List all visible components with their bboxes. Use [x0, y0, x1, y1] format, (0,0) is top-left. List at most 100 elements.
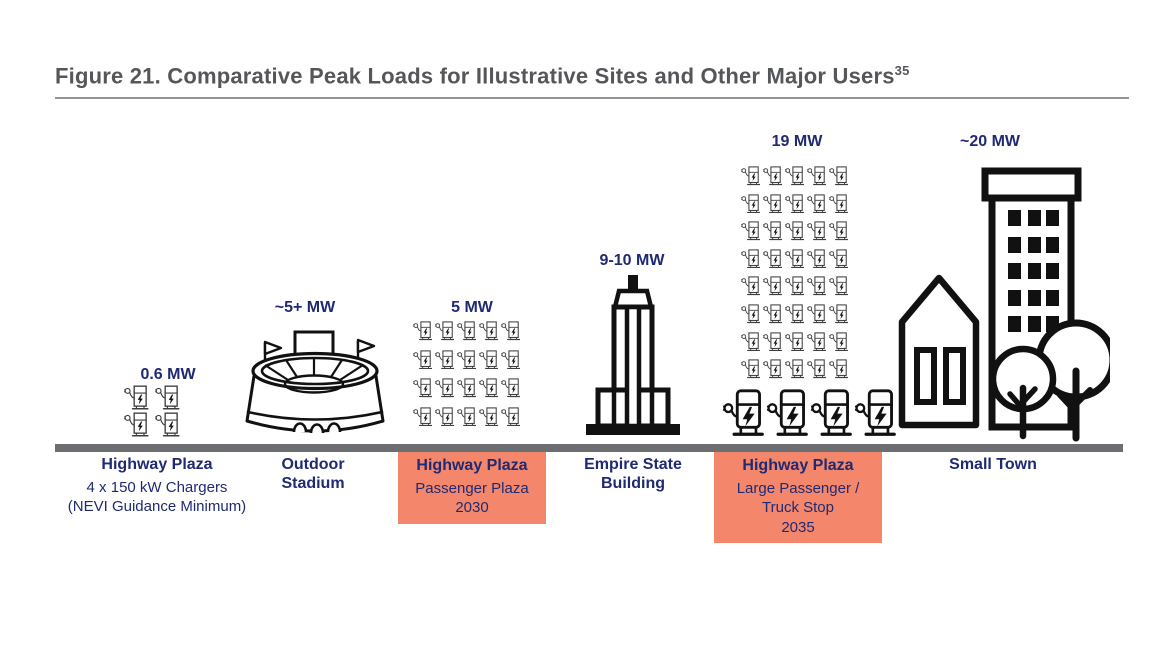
- ev-charger-icon: [413, 378, 433, 398]
- site-label-highway-plaza-nevi: Highway Plaza 4 x 150 kW Chargers (NEVI …: [32, 455, 282, 517]
- ev-charger-icon: [457, 349, 477, 369]
- figure-title-text: Figure 21. Comparative Peak Loads for Il…: [55, 63, 895, 89]
- charger-grid-passenger-plaza-2030: [413, 321, 523, 426]
- charger-grid-truck-stop-2035: [741, 166, 851, 379]
- ev-charger-icon: [785, 331, 805, 351]
- ev-charger-icon: [807, 276, 827, 296]
- site-detail: 4 x 150 kW Chargers: [86, 479, 228, 497]
- ev-charger-icon: [763, 304, 783, 324]
- ev-charger-icon: [785, 193, 805, 213]
- ev-charger-icon: [785, 276, 805, 296]
- dc-fast-charger-icon: [767, 389, 808, 436]
- site-name: Highway Plaza: [742, 457, 854, 474]
- ev-charger-icon: [413, 407, 433, 426]
- ev-charger-icon: [785, 249, 805, 268]
- stadium-icon: [245, 330, 385, 434]
- ev-charger-icon: [741, 221, 761, 241]
- ground-baseline: [55, 444, 1123, 452]
- ev-charger-icon: [479, 321, 499, 341]
- ev-charger-icon: [763, 221, 783, 241]
- ev-charger-icon: [807, 221, 827, 241]
- ev-charger-icon: [807, 331, 827, 351]
- ev-charger-icon: [155, 385, 180, 410]
- ev-charger-icon: [501, 407, 521, 426]
- ev-charger-icon: [829, 276, 849, 296]
- ev-charger-icon: [501, 349, 521, 369]
- ev-charger-icon: [763, 331, 783, 351]
- ev-charger-icon: [741, 276, 761, 296]
- ev-charger-icon: [741, 331, 761, 351]
- ev-charger-icon: [829, 193, 849, 213]
- ev-charger-icon: [124, 412, 149, 437]
- ev-charger-icon: [829, 221, 849, 241]
- dc-fast-charger-icon: [811, 389, 852, 436]
- ev-charger-icon: [807, 359, 827, 379]
- ev-charger-icon: [763, 276, 783, 296]
- ev-charger-icon: [785, 166, 805, 186]
- site-detail: Passenger Plaza: [415, 480, 529, 498]
- charger-grid-nevi-minimum: [124, 385, 186, 437]
- site-name: Outdoor Stadium: [281, 456, 345, 493]
- ev-charger-icon: [807, 304, 827, 324]
- site-detail: Large Passenger /: [736, 480, 860, 498]
- ev-charger-icon: [741, 193, 761, 213]
- ev-charger-icon: [124, 385, 149, 410]
- ev-charger-icon: [741, 359, 761, 379]
- ev-charger-icon: [829, 331, 849, 351]
- ev-charger-icon: [501, 321, 521, 341]
- peak-load-label-passenger-plaza-2030: 5 MW: [451, 299, 493, 316]
- ev-charger-icon: [829, 359, 849, 379]
- peak-load-label-truck-stop-2035: 19 MW: [771, 133, 823, 150]
- ev-charger-icon: [155, 412, 180, 437]
- peak-load-label-small-town: ~20 MW: [959, 133, 1020, 150]
- site-detail: 2035: [781, 518, 815, 536]
- site-detail: Truck Stop: [762, 499, 834, 517]
- ev-charger-icon: [435, 349, 455, 369]
- ev-charger-icon: [763, 249, 783, 268]
- ev-charger-icon: [457, 378, 477, 398]
- ev-charger-icon: [763, 166, 783, 186]
- site-name: Small Town: [949, 456, 1037, 473]
- ev-charger-icon: [741, 166, 761, 186]
- ev-charger-icon: [479, 378, 499, 398]
- tree-icon: [989, 345, 1057, 440]
- ev-charger-icon: [785, 304, 805, 324]
- site-label-truck-stop-2035: Highway Plaza Large Passenger / Truck St…: [714, 452, 882, 543]
- tree-icon: [1035, 319, 1110, 442]
- dc-fast-charger-icon: [723, 389, 764, 436]
- ev-charger-icon: [741, 304, 761, 324]
- ev-charger-icon: [807, 193, 827, 213]
- peak-load-label-empire-state-building: 9-10 MW: [599, 252, 665, 269]
- dc-fast-charger-row: [723, 389, 897, 439]
- footnote-marker: 35: [894, 63, 910, 78]
- ev-charger-icon: [763, 359, 783, 379]
- ev-charger-icon: [479, 349, 499, 369]
- empire-state-building-icon: [586, 275, 680, 435]
- ev-charger-icon: [435, 407, 455, 426]
- house-icon: [898, 274, 980, 429]
- ev-charger-icon: [457, 407, 477, 426]
- site-name: Highway Plaza: [416, 457, 528, 474]
- ev-charger-icon: [785, 359, 805, 379]
- ev-charger-icon: [435, 321, 455, 341]
- ev-charger-icon: [807, 166, 827, 186]
- ev-charger-icon: [413, 349, 433, 369]
- small-town-icon: [898, 167, 1110, 442]
- ev-charger-icon: [479, 407, 499, 426]
- site-detail: 2030: [455, 499, 489, 517]
- figure-title: Figure 21. Comparative Peak Loads for Il…: [55, 63, 1135, 89]
- ev-charger-icon: [413, 321, 433, 341]
- ev-charger-icon: [763, 193, 783, 213]
- ev-charger-icon: [829, 249, 849, 268]
- site-label-passenger-plaza-2030: Highway Plaza Passenger Plaza 2030: [398, 452, 546, 524]
- dc-fast-charger-icon: [855, 389, 896, 436]
- ev-charger-icon: [501, 378, 521, 398]
- site-name: Empire State Building: [584, 456, 682, 493]
- ev-charger-icon: [807, 249, 827, 268]
- site-label-outdoor-stadium: Outdoor Stadium: [263, 455, 363, 497]
- title-underline: [55, 97, 1129, 99]
- site-label-small-town: Small Town: [928, 455, 1058, 478]
- ev-charger-icon: [435, 378, 455, 398]
- ev-charger-icon: [457, 321, 477, 341]
- site-detail: (NEVI Guidance Minimum): [67, 498, 247, 516]
